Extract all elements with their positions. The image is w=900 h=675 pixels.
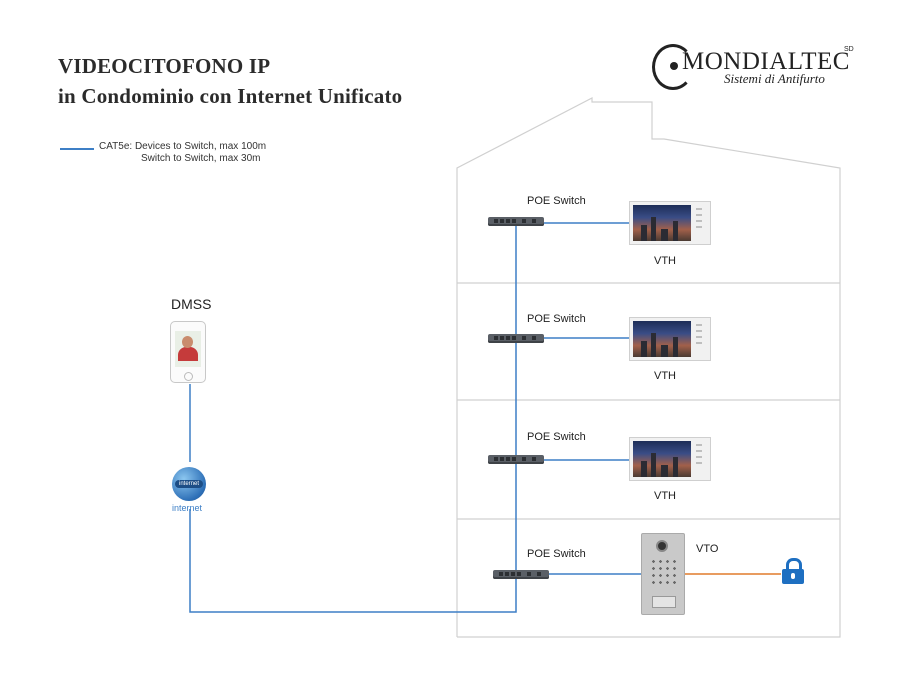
door-station-icon — [641, 533, 685, 615]
vth-label-floor-1: VTH — [654, 255, 676, 267]
phone-caller-body — [178, 347, 198, 361]
poe-switch-icon — [488, 455, 544, 464]
monitor-icon — [629, 201, 711, 245]
internet-label: internet — [172, 503, 203, 513]
logo-name: MONDIALTEC — [682, 48, 850, 75]
padlock-icon — [782, 558, 804, 584]
legend-cable-swatch — [60, 148, 94, 150]
legend: CAT5e: Devices to Switch, max 100m Switc… — [99, 141, 266, 165]
dmss-label: DMSS — [171, 296, 212, 312]
globe-icon: internet — [172, 467, 206, 501]
legend-line-2: Switch to Switch, max 30m — [141, 153, 261, 164]
vth-label-floor-3: VTH — [654, 490, 676, 502]
monitor-icon — [629, 317, 711, 361]
switch-label-floor-4: POE Switch — [527, 548, 586, 560]
phone-home-button — [184, 372, 193, 381]
logo-dot-icon — [670, 62, 678, 70]
legend-line-1: CAT5e: Devices to Switch, max 100m — [99, 141, 267, 152]
poe-switch-icon — [493, 570, 549, 579]
vth-label-floor-2: VTH — [654, 370, 676, 382]
vto-label: VTO — [696, 543, 719, 555]
door-station-keypad — [650, 558, 676, 588]
phone-screen — [175, 331, 201, 367]
building-outline — [456, 97, 841, 638]
phone-caller-face — [182, 336, 193, 348]
poe-switch-icon — [488, 217, 544, 226]
diagram-title: VIDEOCITOFONO IP — [58, 54, 271, 78]
company-logo: MONDIALTEC SD Sistemi di Antifurto — [652, 44, 857, 90]
logo-superscript: SD — [844, 46, 854, 53]
switch-label-floor-3: POE Switch — [527, 431, 586, 443]
diagram-subtitle: in Condominio con Internet Unificato — [58, 84, 403, 108]
logo-ring-icon — [652, 44, 694, 90]
switch-label-floor-2: POE Switch — [527, 313, 586, 325]
logo-tagline: Sistemi di Antifurto — [724, 71, 825, 86]
monitor-icon — [629, 437, 711, 481]
smartphone-icon — [170, 321, 206, 383]
network-cables — [189, 222, 641, 613]
door-station-camera — [656, 540, 668, 552]
switch-label-floor-1: POE Switch — [527, 195, 586, 207]
door-station-speaker — [652, 596, 676, 608]
globe-band-text: internet — [175, 480, 203, 488]
poe-switch-icon — [488, 334, 544, 343]
